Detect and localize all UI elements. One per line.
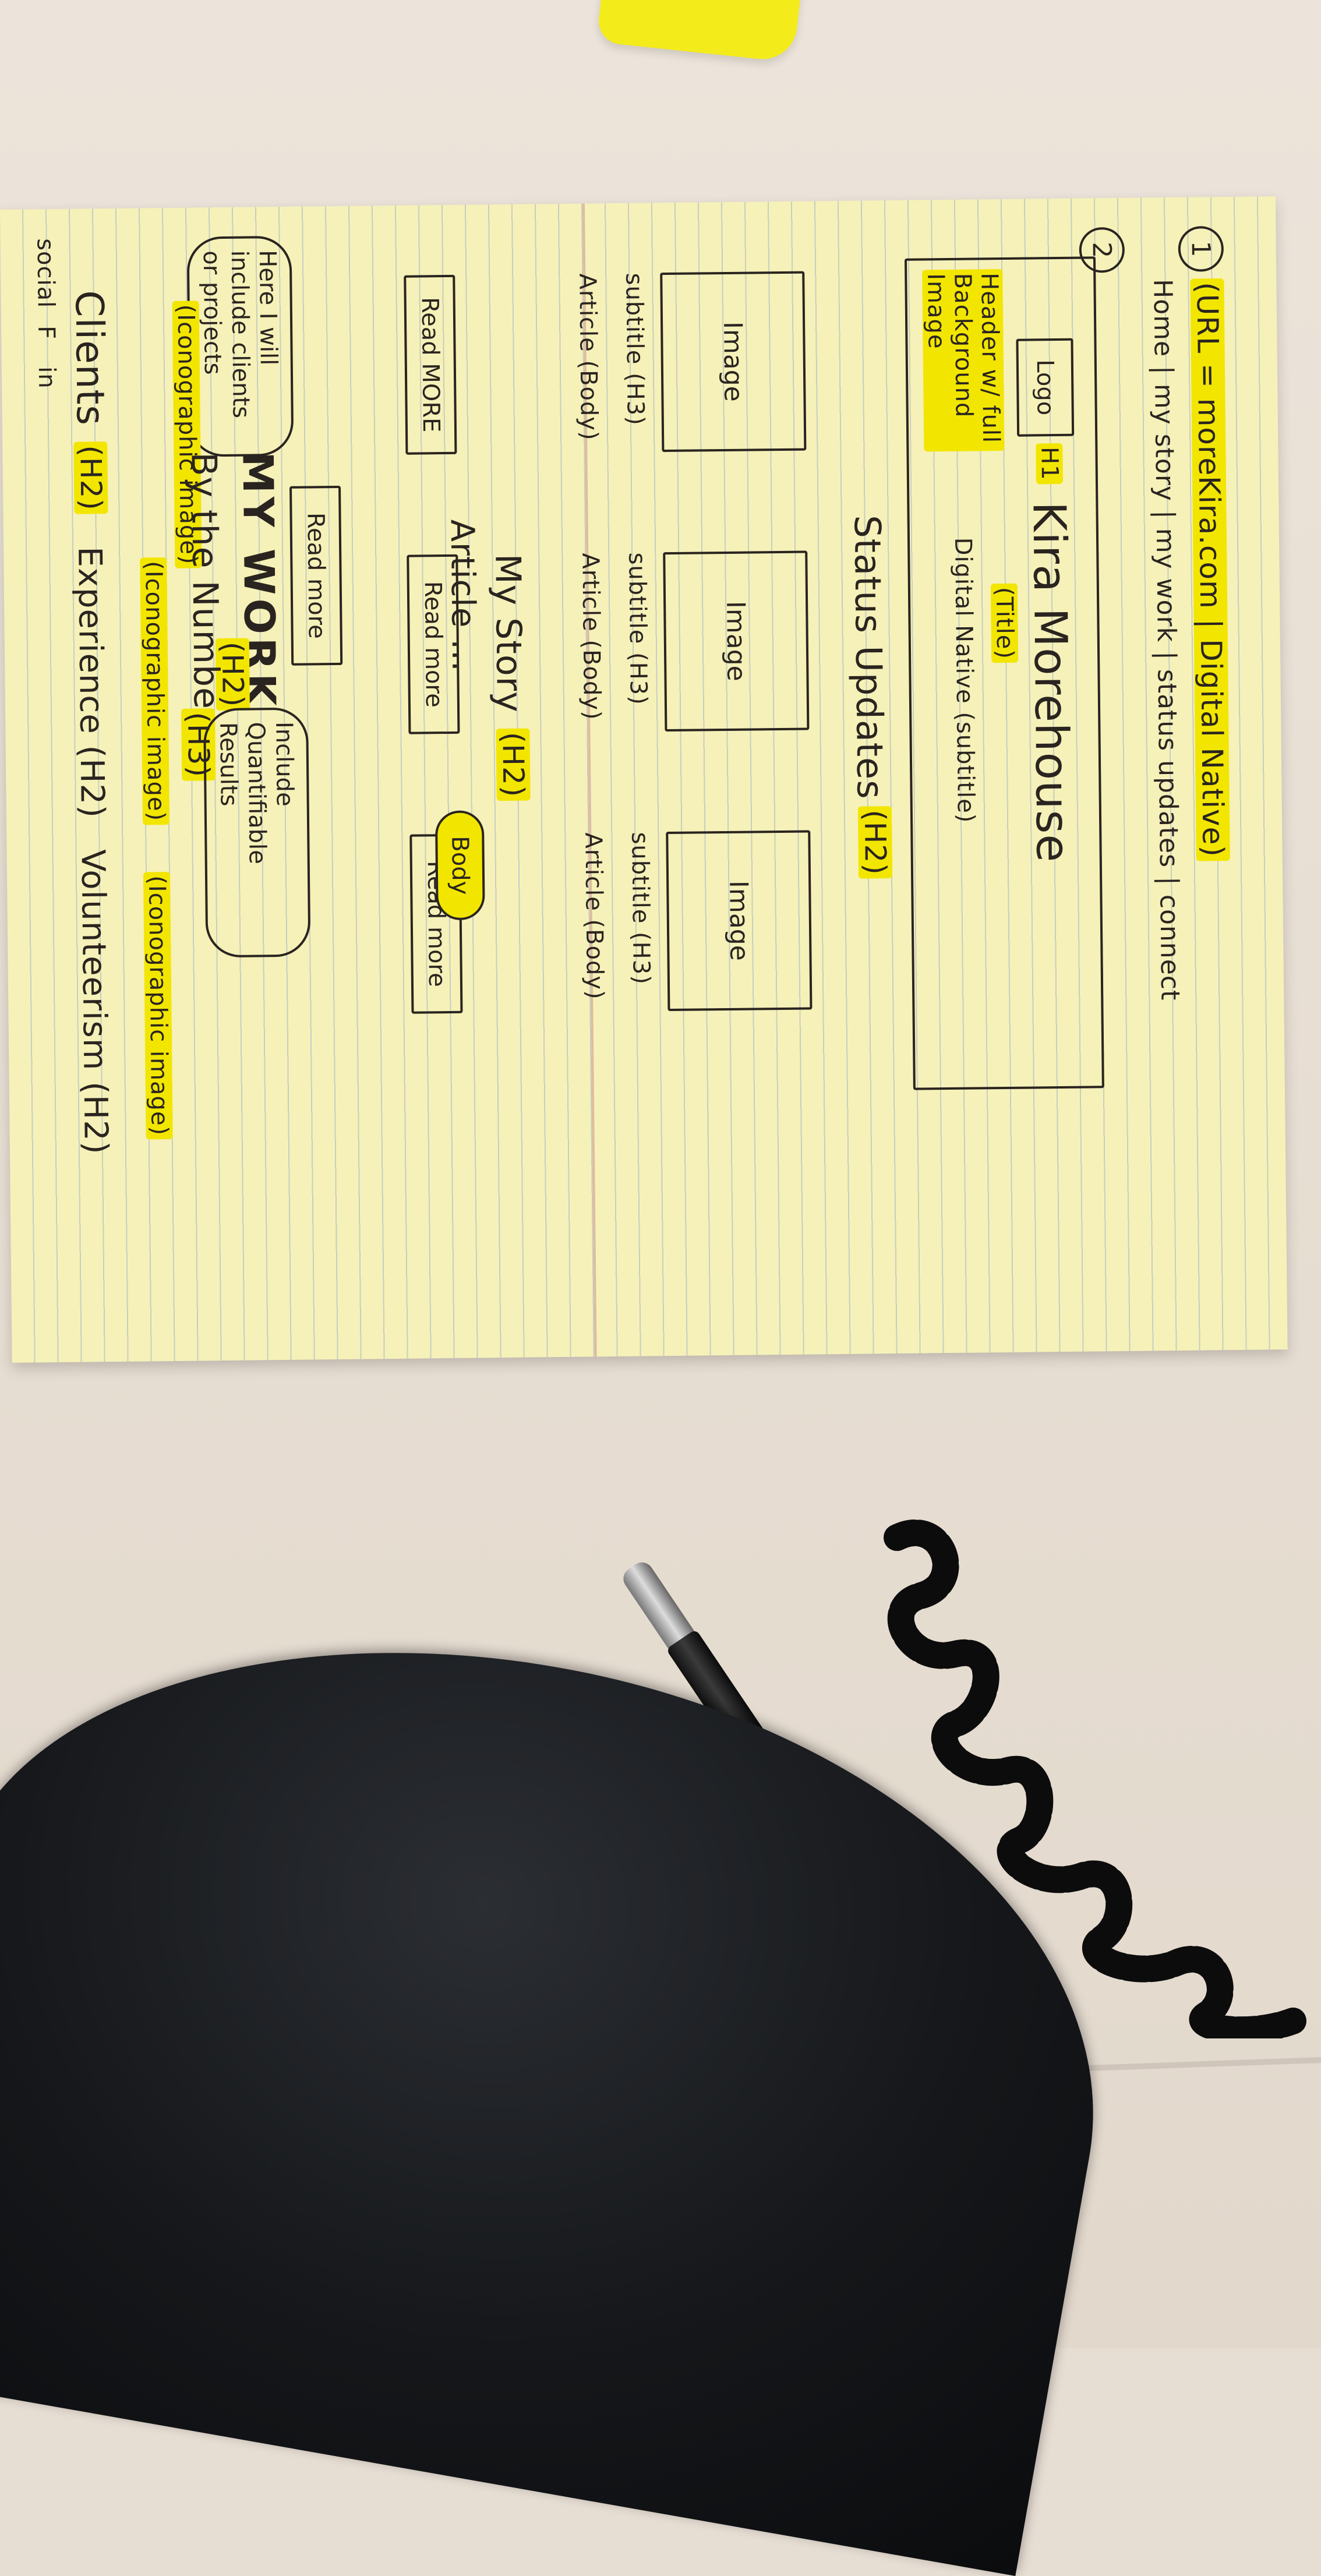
nav-line: Home | my story | my work | status updat…: [1147, 278, 1185, 1001]
social-label: social: [31, 238, 59, 309]
by-numbers-heading: By the Numbers: [183, 451, 227, 744]
image-box-1: Image: [660, 271, 807, 453]
article-body-1: Article (Body): [574, 273, 603, 441]
read-more-button-1: Read MORE: [404, 274, 457, 455]
quantifiable-note: Include Quantifiable Results: [203, 707, 311, 958]
clients-heading: Clients: [66, 290, 113, 426]
status-updates-heading: Status Updates: [846, 515, 892, 800]
h1-tag: H1: [1036, 443, 1064, 484]
status-updates-tag: (H2): [857, 806, 893, 879]
read-more-story-button: Read more: [289, 485, 343, 666]
story-article: Article ...: [443, 519, 483, 672]
iconographic-image-2: (Iconographic image): [140, 557, 170, 825]
title-tag: (Title): [990, 583, 1019, 663]
clients-projects-note: Here I will include clients or projects: [186, 235, 294, 457]
volunteerism-heading: Volunteerism (H2): [73, 849, 115, 1155]
social-in-icon: in: [33, 366, 61, 389]
url-line: (URL = moreKira.com | Digital Native): [1190, 278, 1230, 861]
article-body-3: Article (Body): [580, 832, 609, 1000]
subtitle-h3-3: subtitle (H3): [626, 832, 655, 985]
image-box-2: Image: [663, 550, 810, 732]
phone-cord: [884, 1520, 1306, 2038]
logo-box: Logo: [1016, 338, 1075, 437]
section-number-1: 1: [1178, 226, 1224, 272]
legal-pad: 1 (URL = moreKira.com | Digital Native) …: [0, 196, 1288, 1363]
name-title: Kira Morehouse: [1022, 501, 1079, 863]
wireframe-sketch: 1 (URL = moreKira.com | Digital Native) …: [12, 220, 1258, 1340]
social-f-icon: F: [33, 325, 60, 340]
experience-heading: Experience (H2): [70, 546, 111, 819]
clients-tag: (H2): [73, 441, 108, 515]
my-story-tag: (H2): [496, 728, 531, 801]
subtitle-h3-1: subtitle (H3): [620, 273, 649, 426]
subtitle-line: Digital Native (subtitle): [949, 537, 980, 824]
image-box-3: Image: [666, 830, 813, 1012]
body-tag: Body: [435, 810, 485, 921]
article-body-2: Article (Body): [577, 553, 606, 720]
my-story-heading: My Story: [487, 553, 530, 713]
header-note: Header w/ full Background Image: [922, 268, 1005, 452]
iconographic-image-3: (Iconographic image): [143, 872, 173, 1140]
subtitle-h3-2: subtitle (H3): [623, 552, 652, 706]
